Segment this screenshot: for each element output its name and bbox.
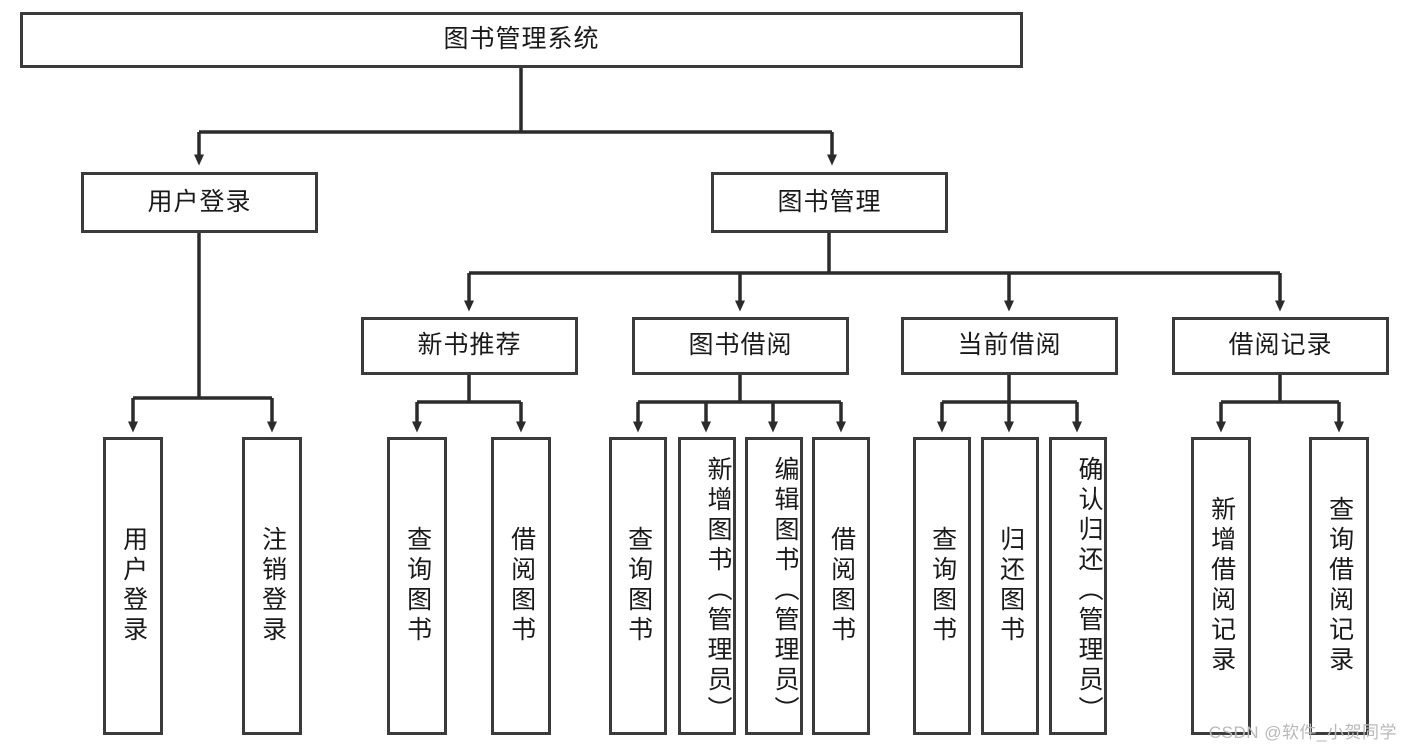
node-current-borrow[interactable]: 当前借阅 [901,317,1118,375]
node-user-login[interactable]: 用户登录 [81,172,318,233]
csdn-watermark: CSDN @软件_小贺同学 [1208,723,1397,742]
leaf-return-book[interactable]: 归还图书 [981,437,1039,735]
leaf-user-login[interactable]: 用户登录 [103,437,163,735]
leaf-query-book-recommend[interactable]: 查询图书 [387,437,447,735]
leaf-confirm-return-admin[interactable]: 确认归还（管理员） [1049,437,1107,735]
leaf-user-logout[interactable]: 注销登录 [242,437,302,735]
node-book-borrow[interactable]: 图书借阅 [632,317,849,375]
leaf-borrow-book[interactable]: 借阅图书 [812,437,870,735]
leaf-query-book-current[interactable]: 查询图书 [913,437,971,735]
node-book-management[interactable]: 图书管理 [711,172,948,233]
node-new-book-recommend[interactable]: 新书推荐 [361,317,578,375]
node-root-system[interactable]: 图书管理系统 [20,12,1023,68]
leaf-edit-book-admin[interactable]: 编辑图书（管理员） [745,437,803,735]
leaf-add-book-admin[interactable]: 新增图书（管理员） [678,437,736,735]
leaf-query-book-borrow[interactable]: 查询图书 [609,437,667,735]
leaf-borrow-book-recommend[interactable]: 借阅图书 [491,437,551,735]
leaf-query-borrow-record[interactable]: 查询借阅记录 [1309,437,1369,735]
leaf-add-borrow-record[interactable]: 新增借阅记录 [1191,437,1251,735]
node-borrow-record[interactable]: 借阅记录 [1172,317,1389,375]
